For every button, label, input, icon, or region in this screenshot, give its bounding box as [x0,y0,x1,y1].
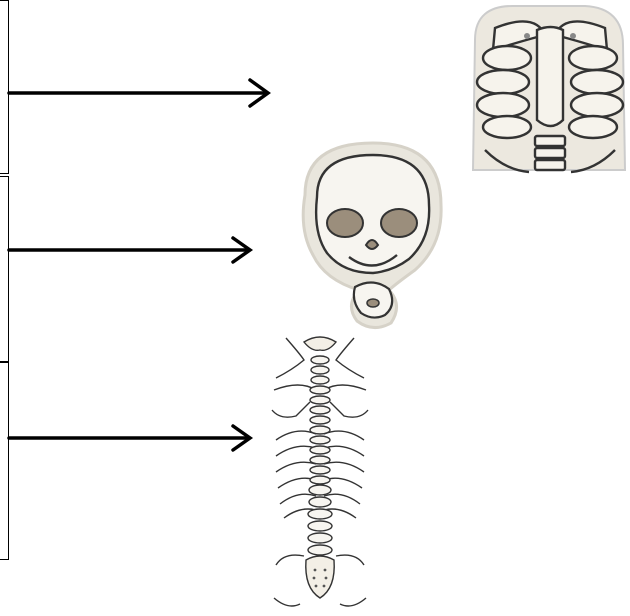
arrow-3 [9,426,250,450]
arrow-1 [9,80,268,106]
spine-icon [270,330,370,616]
rib-cage-icon [465,0,630,175]
skull-icon [285,135,460,333]
arrow-2 [9,238,250,262]
